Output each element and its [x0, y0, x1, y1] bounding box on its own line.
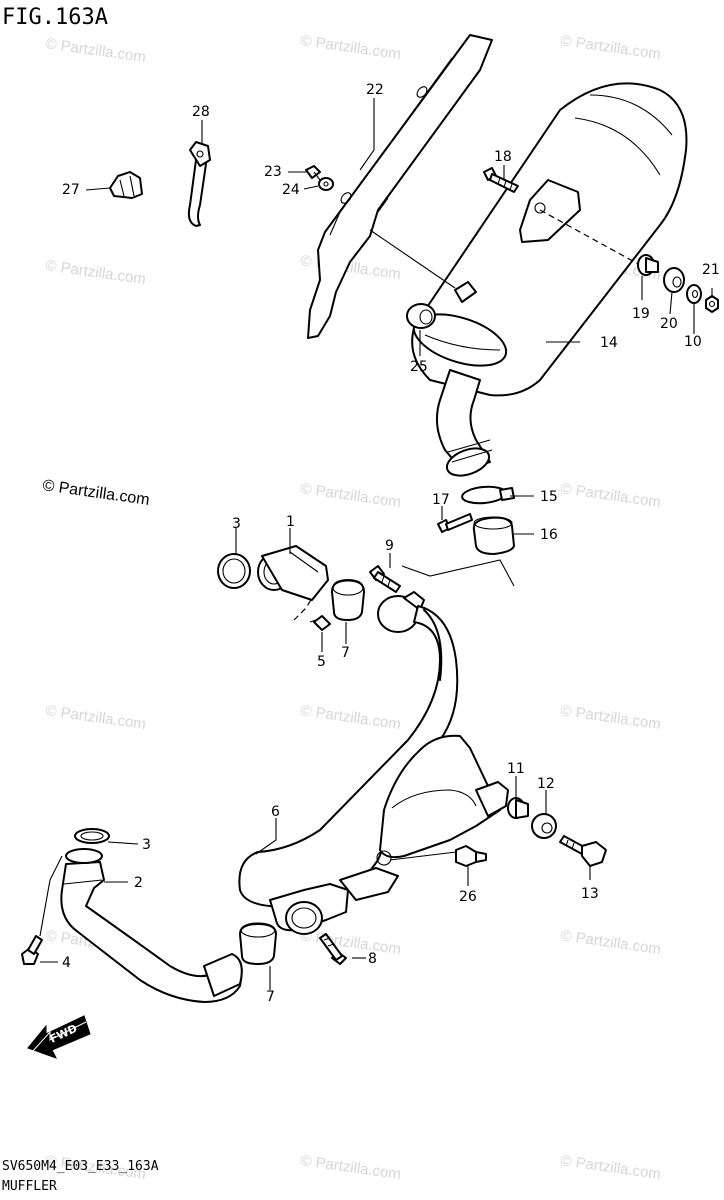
callout-24: 24 [282, 182, 300, 198]
alignment-line [369, 229, 456, 289]
bolt-part-13[interactable] [559, 835, 607, 867]
callout-labels: 22 28 27 23 24 18 19 20 10 21 14 25 17 1… [62, 82, 720, 1005]
nut-part-24[interactable] [318, 177, 334, 191]
leader-lines [40, 98, 713, 990]
callout-3-upper: 3 [232, 516, 241, 532]
callout-9: 9 [385, 538, 394, 554]
callout-13: 13 [581, 886, 599, 902]
callout-26: 26 [459, 889, 477, 905]
clamp-part-15[interactable] [461, 485, 515, 505]
callout-6: 6 [271, 804, 280, 820]
gasket-part-16[interactable] [472, 516, 515, 555]
callout-1: 1 [286, 514, 295, 530]
callout-16: 16 [540, 527, 558, 543]
gasket-part-7-lower[interactable] [239, 922, 277, 965]
watermark: © Partzilla.com [299, 1152, 401, 1183]
callout-7-upper: 7 [341, 645, 350, 661]
bolt-part-9[interactable] [369, 565, 401, 593]
callout-7-lower: 7 [266, 989, 275, 1005]
watermark: © Partzilla.com [299, 480, 401, 511]
callout-4: 4 [62, 955, 71, 971]
bolt-part-23[interactable] [305, 165, 321, 181]
cushion-part-20[interactable] [663, 267, 685, 293]
cushion-part-12[interactable] [531, 813, 557, 839]
washer-part-10[interactable] [686, 284, 702, 304]
callout-3-lower: 3 [142, 837, 151, 853]
grommet-part-25[interactable] [406, 303, 436, 329]
callout-11: 11 [507, 761, 525, 777]
figure-title: FIG.163A [2, 5, 108, 30]
collar-part-19[interactable] [637, 254, 659, 276]
bolt-part-5[interactable] [309, 615, 331, 631]
alignment-line [293, 597, 313, 621]
sensor-part-26[interactable] [455, 845, 487, 867]
watermark: © Partzilla.com [559, 927, 661, 958]
clip-part-27[interactable] [109, 171, 143, 199]
bolt-part-17[interactable] [437, 513, 473, 533]
watermark: © Partzilla.com [299, 32, 401, 63]
fwd-arrow-icon: FWD [27, 1015, 91, 1059]
nut-part-21[interactable] [705, 295, 719, 313]
bolt-part-18[interactable] [483, 167, 519, 193]
callout-5: 5 [317, 654, 326, 670]
gasket-part-3-lower[interactable] [74, 828, 110, 844]
callout-14: 14 [600, 335, 618, 351]
connection-line [401, 559, 515, 587]
callout-15: 15 [540, 489, 558, 505]
bushing-part-11[interactable] [507, 797, 529, 819]
exhaust-pipe-part-2[interactable] [60, 848, 243, 1003]
footer-section: MUFFLER [2, 1179, 57, 1194]
callout-21: 21 [702, 262, 720, 278]
exhaust-pipe-part-6[interactable] [238, 591, 509, 935]
bolt-part-4[interactable] [21, 935, 43, 965]
callout-19: 19 [632, 306, 650, 322]
watermark: © Partzilla.com [299, 702, 401, 733]
watermark: © Partzilla.com [44, 702, 146, 733]
bolt-part-8[interactable] [319, 933, 347, 965]
callout-18: 18 [494, 149, 512, 165]
watermark: © Partzilla.com [559, 32, 661, 63]
leader-line [389, 851, 457, 861]
callout-27: 27 [62, 182, 80, 198]
footer-code: SV650M4_E03_E33_163A [2, 1159, 159, 1174]
gasket-part-3-upper[interactable] [217, 553, 251, 589]
exhaust-pipe-part-1[interactable] [257, 545, 329, 601]
watermark: © Partzilla.com [559, 1152, 661, 1183]
watermark-dark: © Partzilla.com [41, 477, 150, 509]
callout-2: 2 [134, 875, 143, 891]
callout-28: 28 [192, 104, 210, 120]
callout-17: 17 [432, 492, 450, 508]
callout-20: 20 [660, 316, 678, 332]
watermark: © Partzilla.com [44, 257, 146, 288]
callout-8: 8 [368, 951, 377, 967]
alignment-line [539, 209, 641, 266]
strap-part-28[interactable] [187, 141, 211, 227]
watermark: © Partzilla.com [559, 480, 661, 511]
watermark: © Partzilla.com [559, 702, 661, 733]
gasket-part-7-upper[interactable] [331, 579, 365, 621]
heat-shield-part-22[interactable] [307, 34, 493, 339]
muffler-part-14[interactable] [408, 82, 688, 480]
callout-25: 25 [410, 359, 428, 375]
callout-10: 10 [684, 334, 702, 350]
callout-23: 23 [264, 164, 282, 180]
callout-22: 22 [366, 82, 384, 98]
callout-12: 12 [537, 776, 555, 792]
alignment-line [39, 855, 63, 937]
watermark: © Partzilla.com [44, 35, 146, 66]
